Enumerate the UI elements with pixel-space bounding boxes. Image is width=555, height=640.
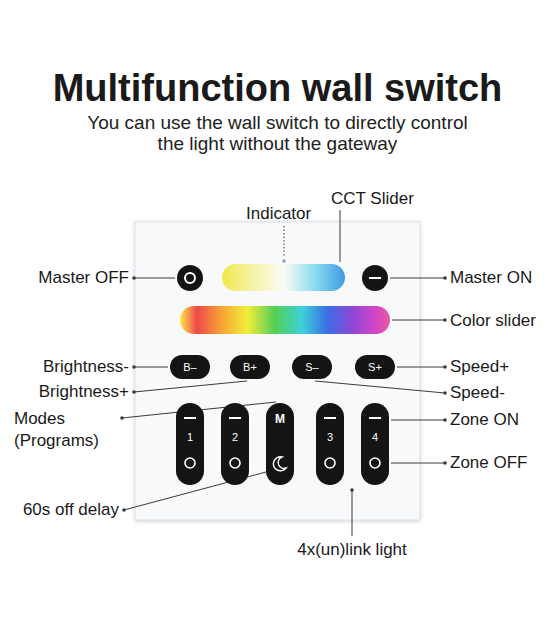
zone-number: 2 bbox=[221, 403, 249, 444]
switch-panel bbox=[135, 222, 420, 520]
master-off-button bbox=[177, 265, 203, 291]
zone-button: 3 bbox=[316, 403, 344, 485]
callout-label: Color slider bbox=[450, 311, 536, 331]
button-label: B+ bbox=[230, 355, 270, 374]
callout-label: Brightness+ bbox=[39, 382, 129, 402]
leader-lines bbox=[122, 210, 445, 536]
indicator-dot bbox=[282, 259, 286, 263]
callout-label: CCT Slider bbox=[331, 189, 414, 209]
callout-label: Master ON bbox=[450, 268, 532, 288]
title: Multifunction wall switch bbox=[0, 66, 555, 110]
button-label: B– bbox=[170, 355, 210, 374]
callout-label: Brightness- bbox=[43, 357, 129, 377]
callout-label: Modes (Programs) bbox=[14, 408, 118, 452]
callout-label: Speed+ bbox=[450, 357, 509, 377]
on-off-symbols bbox=[361, 403, 389, 485]
zone-button: 1 bbox=[176, 403, 204, 485]
cct-slider bbox=[222, 264, 345, 291]
control-button: S– bbox=[292, 355, 332, 379]
on-off-symbols bbox=[221, 403, 249, 485]
mode-button: M bbox=[266, 403, 294, 485]
zone-number: 4 bbox=[361, 403, 389, 444]
subtitle: You can use the wall switch to directly … bbox=[87, 112, 468, 154]
button-label: S– bbox=[292, 355, 332, 374]
button-label: S+ bbox=[355, 355, 395, 374]
control-button: S+ bbox=[355, 355, 395, 379]
control-button: B– bbox=[170, 355, 210, 379]
mode-label: M bbox=[266, 403, 294, 426]
callout-label: 60s off delay bbox=[23, 500, 119, 520]
callout-label: Zone OFF bbox=[450, 453, 527, 473]
callout-label: 4x(un)link light bbox=[297, 540, 407, 560]
zone-button: 2 bbox=[221, 403, 249, 485]
on-off-symbols bbox=[176, 403, 204, 485]
master-on-button bbox=[362, 265, 388, 291]
zone-number: 1 bbox=[176, 403, 204, 444]
callout-label: Master OFF bbox=[38, 268, 129, 288]
leader-dots bbox=[120, 276, 447, 512]
color-slider bbox=[180, 306, 390, 334]
callout-label: Indicator bbox=[246, 204, 311, 224]
control-button: B+ bbox=[230, 355, 270, 379]
on-off-symbols bbox=[316, 403, 344, 485]
zone-number: 3 bbox=[316, 403, 344, 444]
callout-label: Zone ON bbox=[450, 410, 519, 430]
zone-button: 4 bbox=[361, 403, 389, 485]
callout-label: Speed- bbox=[450, 383, 505, 403]
